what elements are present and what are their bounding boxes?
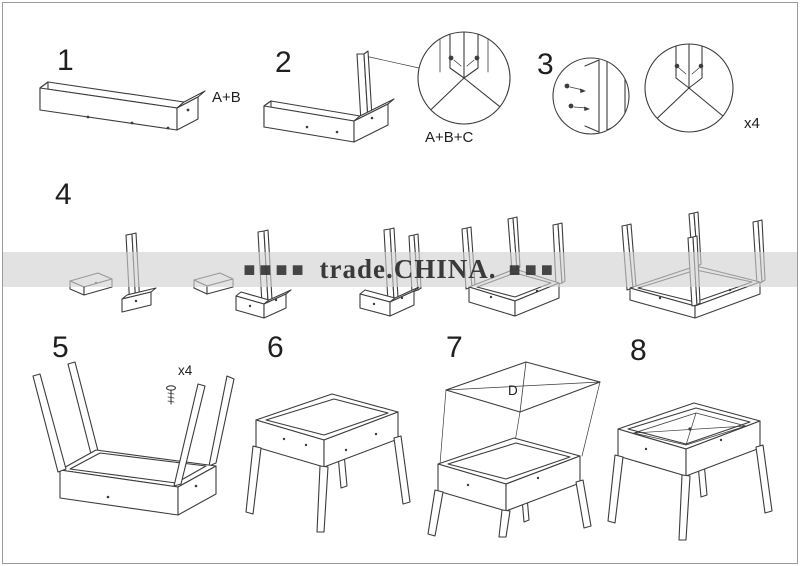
corner-outside-detail [569, 58, 626, 133]
step-1-drawing [39, 81, 206, 131]
legs-front [427, 479, 592, 538]
box-frame [59, 449, 217, 516]
step-3-drawing [552, 43, 734, 135]
detail-circle [552, 57, 630, 135]
step-5-number: 5 [52, 331, 69, 364]
legs-front [245, 435, 411, 533]
detail-circle [417, 31, 511, 125]
step-2-number: 2 [275, 46, 292, 79]
step-7-label: D [508, 383, 518, 398]
step-7-drawing [427, 361, 601, 538]
step-5-drawing [32, 361, 235, 516]
screw-holes [305, 116, 374, 134]
legs-back [67, 361, 235, 467]
step-6-number: 6 [267, 331, 284, 364]
corner-panels [359, 286, 420, 317]
screw-holes [86, 108, 190, 130]
lid-panel [445, 361, 601, 413]
step-7-number: 7 [446, 331, 463, 364]
planter-box [255, 393, 399, 468]
screw-icon [165, 385, 177, 405]
planter-box [617, 402, 761, 477]
step-3-label: x4 [744, 115, 760, 132]
step-8-drawing [607, 402, 773, 541]
board-assembly [39, 81, 206, 131]
detail-circle [644, 43, 734, 133]
center-screw [688, 427, 692, 431]
legs-front [607, 444, 773, 541]
step-3-number: 3 [537, 48, 554, 81]
watermark-left-glyphs: ■■■■ [243, 258, 308, 281]
watermark-band: ■■■■ trade.CHINA. ■■■ [3, 252, 797, 287]
legs-front [32, 373, 206, 487]
step-2-drawing [263, 31, 511, 143]
step-2-label: A+B+C [425, 129, 474, 146]
step-5-label: x4 [178, 363, 193, 378]
screws [448, 55, 480, 61]
screws [674, 63, 704, 69]
step-8-number: 8 [630, 334, 647, 367]
planter-box [437, 437, 581, 512]
step-6-drawing [245, 393, 411, 533]
detail-leader-line [364, 55, 420, 69]
step-1-number: 1 [57, 44, 74, 77]
watermark-brand: trade.CHINA. [319, 254, 497, 284]
board-assembly [263, 98, 395, 143]
step-4-number: 4 [55, 178, 72, 211]
screws-with-arrows [564, 83, 590, 111]
watermark-right-glyphs: ■■■ [508, 258, 557, 281]
corner-panel [121, 287, 157, 313]
step-1-label: A+B [212, 89, 241, 106]
